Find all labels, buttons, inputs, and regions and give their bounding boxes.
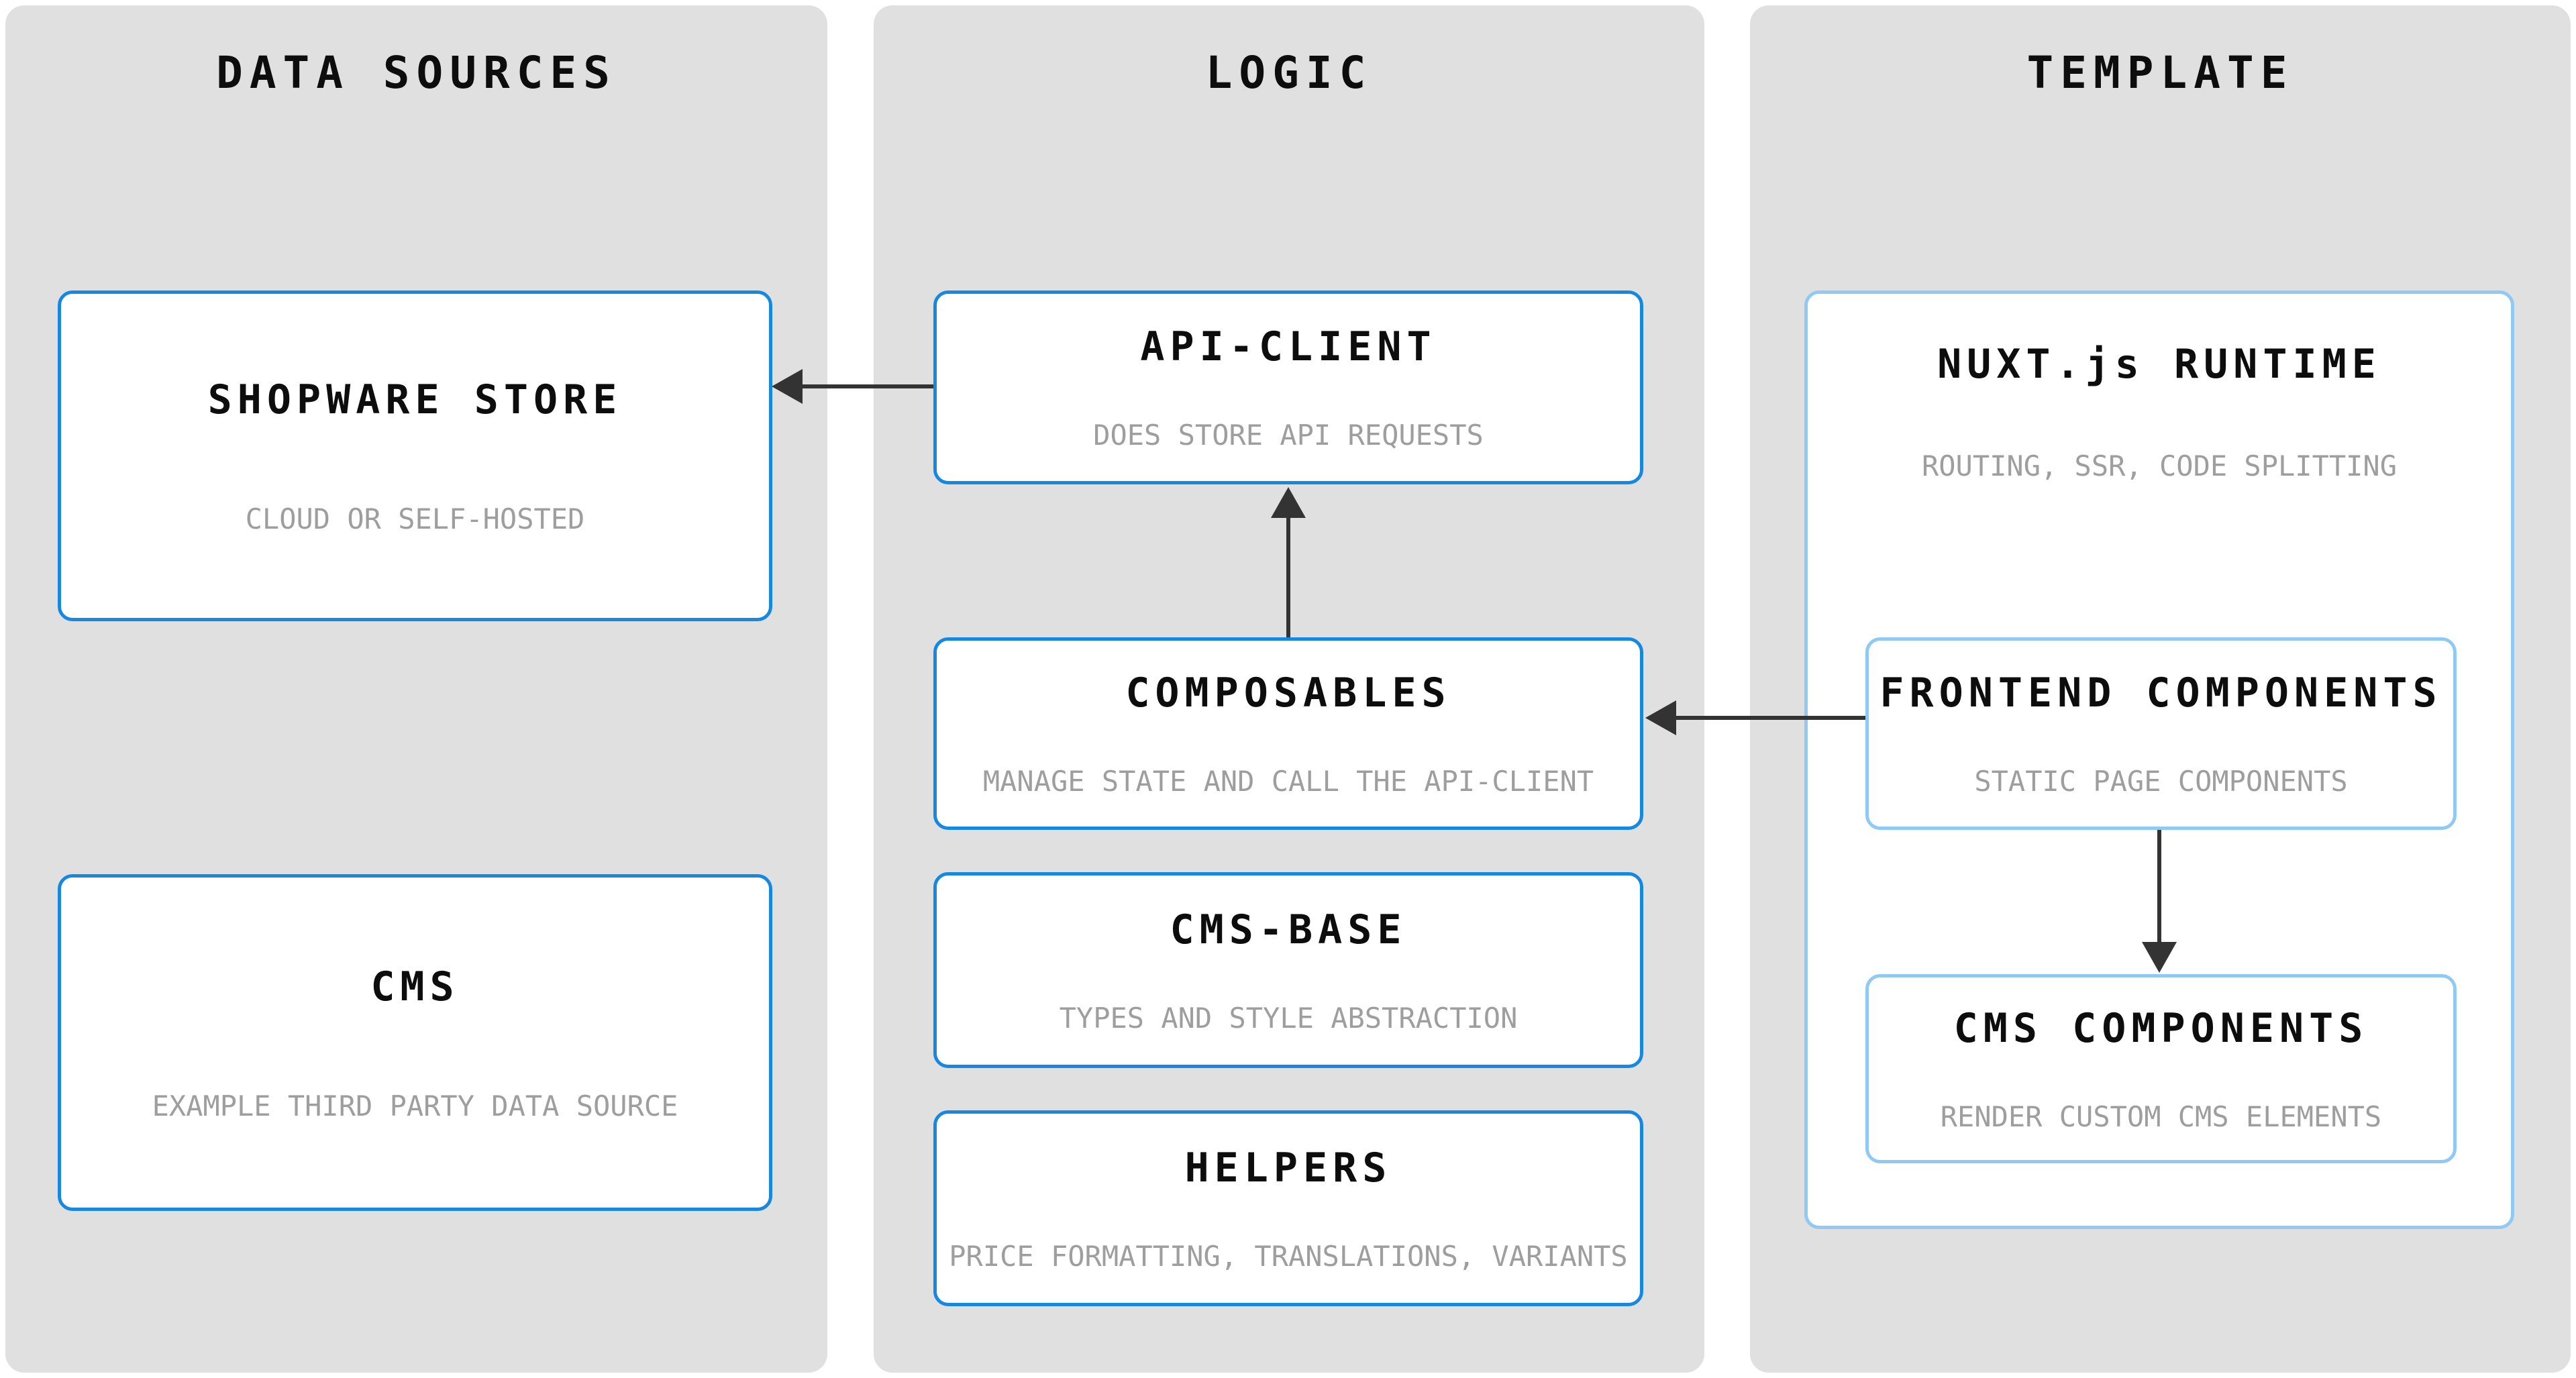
arrow-frontend-to-composables-line (1676, 716, 1865, 720)
arrow-composables-to-api-client-line (1286, 518, 1290, 637)
node-shopware-store: SHOPWARE STORE CLOUD OR SELF-HOSTED (58, 290, 772, 621)
node-subtitle: RENDER CUSTOM CMS ELEMENTS (1940, 1100, 2382, 1133)
node-title: COMPOSABLES (1125, 670, 1451, 717)
node-composables: COMPOSABLES MANAGE STATE AND CALL THE AP… (933, 637, 1643, 830)
node-title: HELPERS (1184, 1144, 1392, 1191)
node-subtitle: DOES STORE API REQUESTS (1093, 419, 1484, 452)
node-subtitle: STATIC PAGE COMPONENTS (1974, 765, 2348, 798)
node-subtitle: ROUTING, SSR, CODE SPLITTING (1921, 449, 2397, 482)
node-subtitle: CLOUD OR SELF-HOSTED (245, 502, 585, 535)
column-title-logic: LOGIC (1205, 47, 1373, 99)
node-title: CMS (370, 963, 460, 1010)
node-title: CMS-BASE (1170, 906, 1407, 953)
node-cms-components: CMS COMPONENTS RENDER CUSTOM CMS ELEMENT… (1865, 974, 2457, 1163)
node-subtitle: EXAMPLE THIRD PARTY DATA SOURCE (152, 1089, 678, 1122)
node-helpers: HELPERS PRICE FORMATTING, TRANSLATIONS, … (933, 1110, 1643, 1306)
column-logic: LOGIC API-CLIENT DOES STORE API REQUESTS… (874, 5, 1704, 1373)
node-title: NUXT.js RUNTIME (1937, 341, 2381, 388)
node-title: API-CLIENT (1140, 323, 1437, 370)
node-api-client: API-CLIENT DOES STORE API REQUESTS (933, 290, 1643, 484)
node-subtitle: MANAGE STATE AND CALL THE API-CLIENT (982, 765, 1594, 798)
arrow-api-client-to-shopware-line (803, 384, 933, 388)
arrow-up-icon (1271, 487, 1306, 518)
column-title-data-sources: DATA SOURCES (216, 47, 617, 99)
node-subtitle: PRICE FORMATTING, TRANSLATIONS, VARIANTS (949, 1239, 1628, 1273)
node-title: CMS COMPONENTS (1953, 1004, 2369, 1052)
node-cms-base: CMS-BASE TYPES AND STYLE ABSTRACTION (933, 872, 1643, 1068)
node-title: FRONTEND COMPONENTS (1879, 670, 2442, 717)
arrow-frontend-to-cms-components-line (2157, 830, 2161, 942)
arrow-left-icon (1645, 700, 1676, 735)
node-cms: CMS EXAMPLE THIRD PARTY DATA SOURCE (58, 874, 772, 1211)
column-template: TEMPLATE NUXT.js RUNTIME ROUTING, SSR, C… (1750, 5, 2571, 1373)
node-subtitle: TYPES AND STYLE ABSTRACTION (1059, 1001, 1518, 1035)
arrow-down-icon (2142, 942, 2177, 973)
node-title: SHOPWARE STORE (207, 376, 623, 423)
arrow-left-icon (772, 369, 803, 404)
node-frontend-components: FRONTEND COMPONENTS STATIC PAGE COMPONEN… (1865, 637, 2457, 830)
column-data-sources: DATA SOURCES SHOPWARE STORE CLOUD OR SEL… (5, 5, 827, 1373)
column-title-template: TEMPLATE (2026, 47, 2294, 99)
